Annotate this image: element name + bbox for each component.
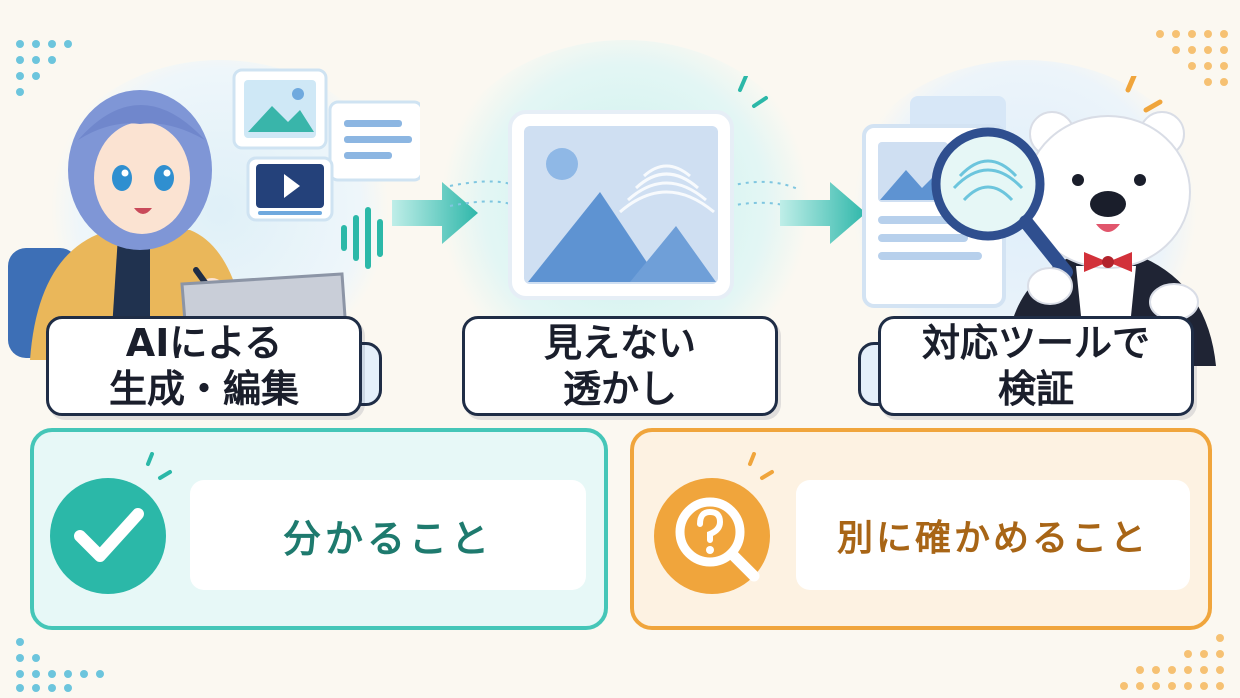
known-panel: 分かること bbox=[30, 428, 608, 630]
step1-label: AIによる 生成・編集 bbox=[46, 316, 362, 416]
step1-label-line2: 生成・編集 bbox=[108, 367, 299, 411]
dots-bottom-right bbox=[1120, 634, 1224, 690]
known-panel-label: 分かること bbox=[190, 480, 586, 590]
step1-label-line1: AIによる bbox=[125, 321, 283, 365]
step2-label: 見えない 透かし bbox=[462, 316, 778, 416]
dots-top-right bbox=[1156, 30, 1228, 86]
arrow-right-icon bbox=[392, 182, 478, 244]
watermark-illustration bbox=[449, 76, 800, 300]
verify-panel-label: 別に確かめること bbox=[796, 480, 1190, 590]
verify-panel: 別に確かめること bbox=[630, 428, 1212, 630]
arrow-right-icon bbox=[780, 182, 866, 244]
step2-label-line1: 見えない bbox=[543, 321, 696, 365]
step3-label: 対応ツールで 検証 bbox=[878, 316, 1194, 416]
step2-label-line2: 透かし bbox=[562, 367, 677, 411]
step3-label-line1: 対応ツールで bbox=[921, 321, 1150, 365]
question-magnifier-icon bbox=[654, 452, 774, 594]
check-circle-icon bbox=[50, 452, 172, 594]
dots-top-left bbox=[16, 40, 72, 96]
step3-label-line2: 検証 bbox=[997, 367, 1074, 411]
dots-bottom-left bbox=[16, 638, 104, 692]
creator-illustration bbox=[8, 68, 420, 360]
